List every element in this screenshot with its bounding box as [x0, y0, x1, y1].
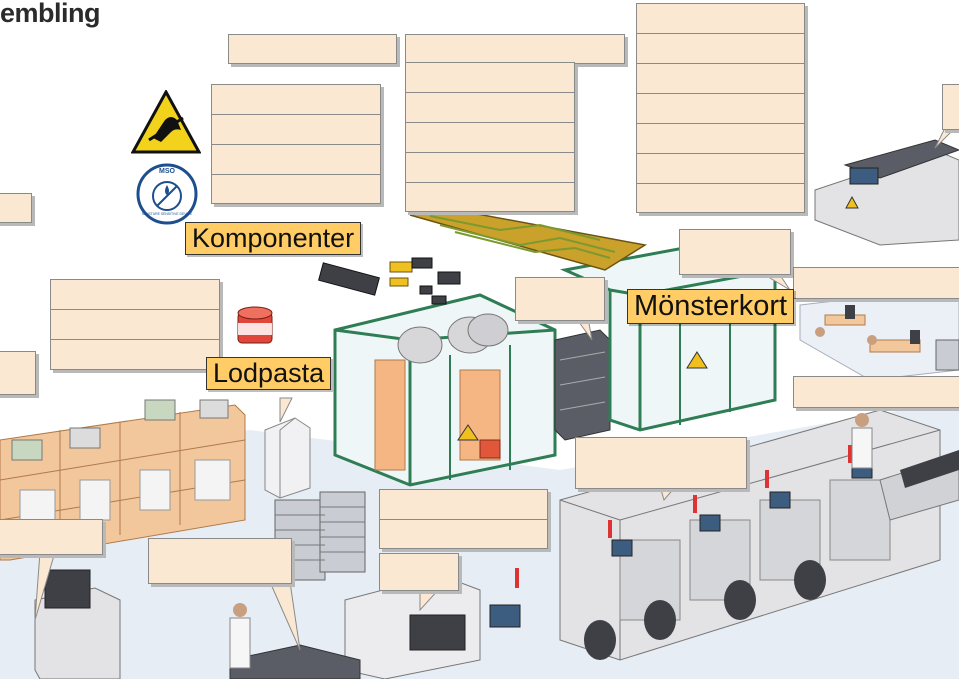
msd-badge-ring-text: MOISTURE SENSITIVE DEVICES [142, 212, 192, 216]
callout-box-right-list [636, 3, 805, 213]
callout-box-left-bottom [0, 519, 103, 555]
callout-box-left-list [50, 279, 220, 370]
callout-box-top-2 [405, 34, 625, 64]
label-lodpasta: Lodpasta [206, 357, 332, 391]
solder-paste-jar-icon [236, 305, 274, 347]
office-area [799, 289, 959, 381]
screen-printer [344, 568, 521, 680]
component-storage-room [333, 293, 557, 487]
trolleys [274, 491, 366, 581]
smt-production-line [559, 409, 941, 661]
conveyor [879, 450, 959, 521]
reflow-oven [814, 139, 959, 246]
fridge [264, 417, 311, 499]
callout-box-worker [148, 538, 292, 584]
msd-badge-icon: MSO MOISTURE SENSITIVE DEVICES [136, 163, 198, 225]
callout-box-office [793, 267, 959, 299]
callout-box-screen-printer [379, 553, 459, 591]
callout-box-smt-line [575, 437, 747, 489]
label-monsterkort: Mönsterkort [627, 289, 795, 325]
circuit-board [409, 207, 648, 271]
component-chips [318, 257, 461, 305]
dry-cabinet [554, 329, 611, 441]
label-komponenter: Komponenter [185, 222, 362, 256]
callout-box-center-list [405, 62, 575, 212]
inspection-machine [34, 569, 361, 680]
callout-box-oven [942, 84, 959, 130]
esd-warning-icon [130, 88, 202, 154]
callout-box-components-list [211, 84, 381, 204]
page-title: embling [0, 0, 101, 28]
callout-box-right-middle [793, 376, 959, 408]
workers [229, 413, 873, 669]
callout-box-dry-cabinet [515, 277, 605, 321]
callout-box-pcb-room [679, 229, 791, 275]
msd-badge-text: MSO [159, 168, 175, 175]
callout-box-left-edge-2 [0, 351, 36, 395]
callout-box-left-edge-1 [0, 193, 32, 223]
callout-box-top-1 [228, 34, 397, 64]
callout-box-bottom-center [379, 489, 548, 549]
